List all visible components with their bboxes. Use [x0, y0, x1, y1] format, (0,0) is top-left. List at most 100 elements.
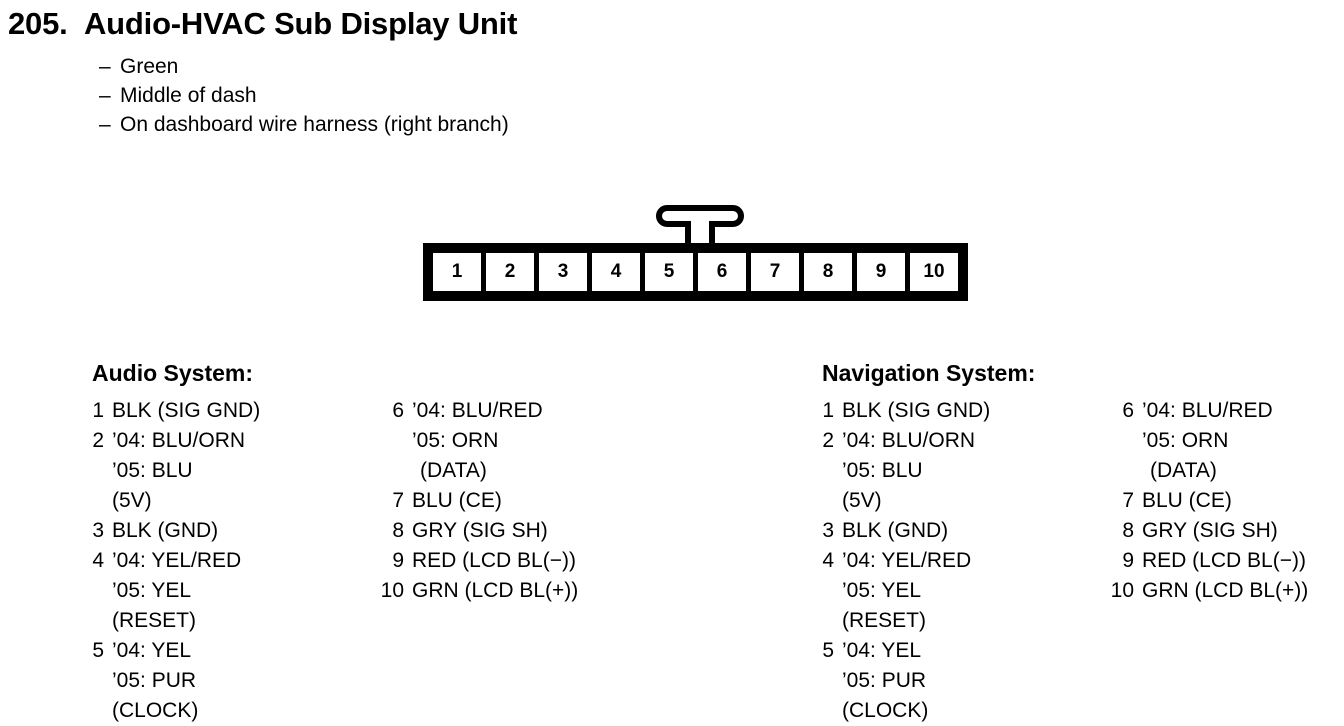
title-block: 205.Audio-HVAC Sub Display Unit –Green–M… [8, 4, 1108, 139]
pin-description-line: ’05: BLU [112, 459, 193, 482]
connector-pin-10: 10 [910, 253, 958, 291]
pin-description-line: ’05: PUR [112, 669, 197, 692]
pin-description-line: ’05: ORN [1142, 429, 1229, 452]
pin-description-line: (CLOCK) [842, 699, 929, 722]
pin-number: 10 [380, 579, 404, 602]
pin-description-line: ’04: YEL/RED [112, 549, 242, 572]
pin-entry: 5 ’04: YEL ’05: PUR (CLOCK) [800, 636, 990, 726]
pin-description: GRN (LCD BL(+)) [1142, 576, 1308, 606]
pin-description-line: BLK (GND) [842, 519, 949, 542]
pin-description-line: (5V) [112, 489, 152, 512]
pin-description-line: ’05: YEL [842, 579, 922, 602]
pin-description-line: BLU (CE) [412, 489, 502, 512]
pin-number: 4 [92, 549, 104, 572]
pin-entry: 9 RED (LCD BL(−)) [1100, 546, 1308, 576]
pin-entry: 3 BLK (GND) [800, 516, 990, 546]
location-notes-list: –Green–Middle of dash–On dashboard wire … [8, 52, 1108, 139]
connector-pin-1: 1 [433, 253, 481, 291]
pin-description-line: ’05: PUR [842, 669, 927, 692]
pin-entry: 10 GRN (LCD BL(+)) [370, 576, 579, 606]
connector-locking-tab-icon [656, 205, 744, 247]
pin-description-line: GRN (LCD BL(+)) [412, 579, 579, 602]
pin-entry: 6 ’04: BLU/RED ’05: ORN (DATA) [370, 396, 578, 486]
pin-description: GRN (LCD BL(+)) [412, 576, 578, 606]
pin-description: BLK (GND) [842, 516, 990, 546]
pin-description-line: ’04: BLU/ORN [842, 429, 976, 452]
pin-description-line: ’05: ORN [412, 429, 499, 452]
page-title-name: Audio-HVAC Sub Display Unit [84, 6, 518, 41]
pin-number: 5 [822, 639, 834, 662]
pin-number: 4 [822, 549, 834, 572]
pin-entry: 2’04: BLU/ORN’05: BLU(5V) [800, 426, 990, 516]
pin-description-line: ’04: YEL/RED [842, 549, 972, 572]
pin-description: RED (LCD BL(−)) [1142, 546, 1308, 576]
location-note-item: –Middle of dash [8, 81, 1108, 110]
pin-number: 6 [392, 399, 404, 422]
connector-pin-9: 9 [857, 253, 905, 291]
pin-description-line: ’04: BLU/RED [1142, 399, 1273, 422]
location-note-text: Middle of dash [120, 84, 257, 107]
pin-number: 3 [92, 519, 104, 542]
pin-description: BLU (CE) [1142, 486, 1308, 516]
pin-description: BLK (SIG GND) [842, 396, 990, 426]
connector-pin-8: 8 [804, 253, 852, 291]
pin-description-line: ’04: BLU/RED [412, 399, 543, 422]
dash-bullet-icon: – [99, 84, 111, 107]
pin-description-line: ’05: BLU [842, 459, 923, 482]
pin-description-line: ’04: YEL [112, 639, 192, 662]
pin-description: ’04: YEL ’05: PUR (CLOCK) [842, 636, 990, 726]
pin-description-line: BLU (CE) [1142, 489, 1232, 512]
pin-description: RED (LCD BL(−)) [412, 546, 578, 576]
pin-entry: 4’04: YEL/RED’05: YEL(RESET) [70, 546, 260, 636]
pin-description: ’04: YEL/RED ’05: YEL (RESET) [842, 546, 990, 636]
pin-number: 1 [92, 399, 104, 422]
pin-description: GRY (SIG SH) [1142, 516, 1308, 546]
pin-entry: 8 GRY (SIG SH) [1100, 516, 1308, 546]
pin-description-line: ’04: YEL [842, 639, 922, 662]
connector-pin-2: 2 [486, 253, 534, 291]
pin-description-line: BLK (GND) [112, 519, 219, 542]
pin-number: 9 [1122, 549, 1134, 572]
location-note-text: Green [120, 55, 179, 78]
navigation-system-heading: Navigation System: [822, 360, 1036, 386]
pin-number: 7 [1122, 489, 1134, 512]
pin-entry: 3 BLK (GND) [70, 516, 260, 546]
dash-bullet-icon: – [99, 55, 111, 78]
location-note-text: On dashboard wire harness (right branch) [120, 113, 509, 136]
pin-number: 10 [1110, 579, 1134, 602]
pin-description-line: (DATA) [420, 459, 487, 482]
pin-description-line: ’05: YEL [112, 579, 192, 602]
pin-entry: 9 RED (LCD BL(−)) [370, 546, 578, 576]
pin-description: ’04: BLU/RED ’05: ORN (DATA) [1142, 396, 1308, 486]
pin-description: BLU (CE) [412, 486, 578, 516]
pin-description-line: (RESET) [842, 609, 926, 632]
pin-entry: 2’04: BLU/ORN’05: BLU(5V) [70, 426, 260, 516]
locking-tab-neck [685, 221, 715, 245]
pin-entry: 7 BLU (CE) [1100, 486, 1308, 516]
pin-description: ’04: BLU/ORN’05: BLU(5V) [112, 426, 260, 516]
location-note-item: –On dashboard wire harness (right branch… [8, 110, 1108, 139]
page-title-number: 205. [8, 6, 68, 41]
audio-system-heading: Audio System: [92, 360, 254, 386]
pin-description-line: GRY (SIG SH) [412, 519, 548, 542]
connector-pin-7: 7 [751, 253, 799, 291]
connector-pin-6: 6 [698, 253, 746, 291]
pin-description-line: (DATA) [1150, 459, 1217, 482]
connector-pin-5: 5 [645, 253, 693, 291]
pin-description: ’04: BLU/ORN’05: BLU(5V) [842, 426, 990, 516]
pin-number: 3 [822, 519, 834, 542]
pin-number: 9 [392, 549, 404, 572]
pin-number: 8 [1122, 519, 1134, 542]
pin-number: 2 [92, 429, 104, 452]
